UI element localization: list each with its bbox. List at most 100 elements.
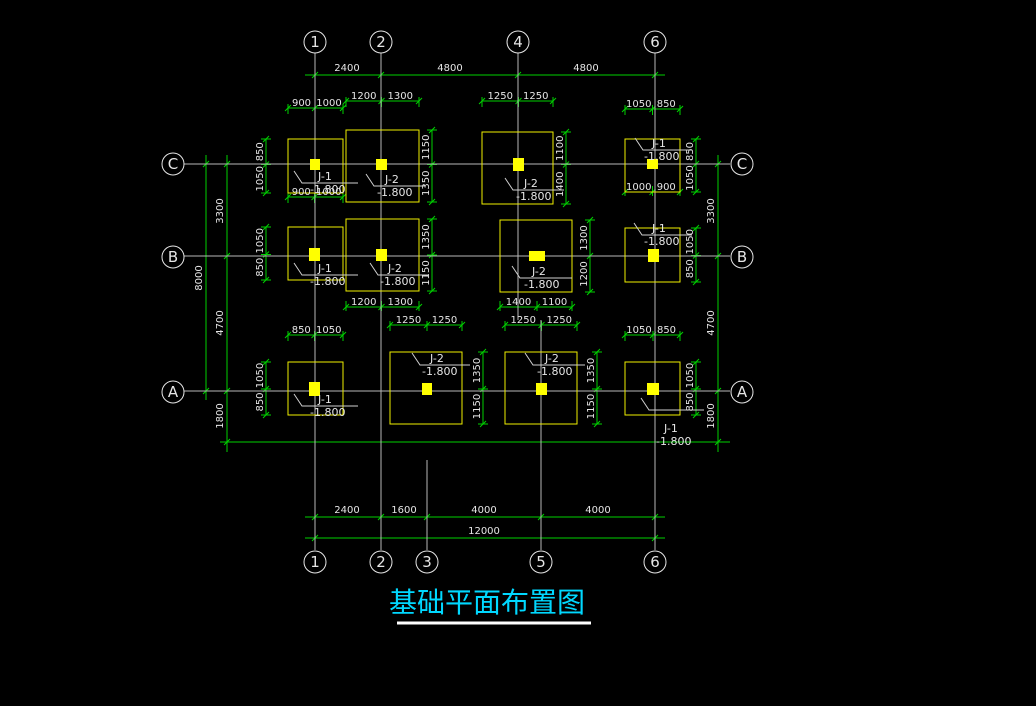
footing-dim-text: 1050 <box>626 99 651 110</box>
footing-elevation-label: -1.800 <box>310 183 345 196</box>
dim-tick <box>262 411 270 419</box>
footing-dim-text: 1350 <box>421 224 432 249</box>
footing-c1 <box>287 138 344 194</box>
dim-tick <box>692 188 700 196</box>
footing-dim-text: 1200 <box>351 91 376 102</box>
footing-tag: J-1-1.800 <box>634 137 692 163</box>
footing-b4 <box>499 219 573 293</box>
axis-bubble-circle <box>415 550 439 574</box>
dim-tick <box>339 104 347 112</box>
axis-bubble-bottom: 3 <box>415 550 439 574</box>
footing-elevation-label: -1.800 <box>422 365 457 378</box>
axis-bubble-label: 6 <box>650 33 660 51</box>
axis-bubble-circle <box>369 30 393 54</box>
dim-text: 4700 <box>706 310 717 335</box>
dim-tick <box>593 420 601 428</box>
footing-elevation-label: -1.800 <box>644 235 679 248</box>
column-mark <box>376 159 387 170</box>
axis-bubble-label: 5 <box>536 553 546 571</box>
leader-line <box>504 177 564 191</box>
axis-bubble-left: C <box>161 152 185 176</box>
footing-tag: J-2-1.800 <box>369 262 428 288</box>
footing-b2 <box>345 218 420 292</box>
dim-tick <box>284 193 292 201</box>
axis-bubble-top: 4 <box>506 30 530 54</box>
footing-elevation-label: -1.800 <box>644 150 679 163</box>
footing-tag: J-1-1.800 <box>640 397 704 448</box>
footing-outline <box>287 361 344 416</box>
footing-type-label: J-2 <box>531 265 546 278</box>
axis-bubble-circle <box>730 245 754 269</box>
axis-bubble-circle <box>369 550 393 574</box>
footing-type-label: J-2 <box>387 262 402 275</box>
axis-bubble-top: 1 <box>303 30 327 54</box>
dim-tick <box>692 278 700 286</box>
leader-line <box>524 352 585 366</box>
axis-bubble-label: 2 <box>376 553 386 571</box>
dim-tick <box>501 321 509 329</box>
footing-outline <box>499 219 573 293</box>
axis-bubble-label: C <box>737 155 747 173</box>
leader-line <box>293 170 358 184</box>
axis-bubble-circle <box>161 245 185 269</box>
footing-outline <box>504 351 578 425</box>
dim-tick <box>284 331 292 339</box>
footing-dim-text: 1200 <box>351 297 376 308</box>
footing-dim-text: 1250 <box>396 315 421 326</box>
footing-dim-text: 1350 <box>472 358 483 383</box>
footing-dim-text: 1000 <box>316 98 341 109</box>
column-mark <box>647 383 659 395</box>
footing-elevation-label: -1.800 <box>310 275 345 288</box>
footing-type-label: J-1 <box>651 137 666 150</box>
dim-tick <box>562 128 570 136</box>
axis-bubble-top: 2 <box>369 30 393 54</box>
footing-dim-text: 1300 <box>388 91 413 102</box>
dim-tick <box>568 303 576 311</box>
axis-bubble-label: 2 <box>376 33 386 51</box>
dim-tick <box>262 135 270 143</box>
dim-text: 4000 <box>585 505 610 516</box>
column-mark <box>648 249 659 262</box>
footing-outline <box>624 227 681 283</box>
footings <box>287 129 681 425</box>
dim-tick <box>284 104 292 112</box>
column-mark <box>529 251 545 261</box>
dim-text: 4700 <box>215 310 226 335</box>
leader-line <box>633 222 692 236</box>
footing-dim-text: 850 <box>657 325 676 336</box>
column-mark <box>536 383 547 395</box>
dim-text: 12000 <box>468 526 500 537</box>
footing-dim-text: 1200 <box>579 261 590 286</box>
axis-bubble-circle <box>161 152 185 176</box>
dim-tick <box>428 287 436 295</box>
dim-text: 2400 <box>334 505 359 516</box>
leader-line <box>640 397 704 411</box>
footing-dim-text: 850 <box>255 258 266 277</box>
dim-tick <box>428 215 436 223</box>
dim-tick <box>533 303 541 311</box>
footing-dim-text: 1250 <box>547 315 572 326</box>
footing-type-label: J-1 <box>317 393 332 406</box>
footing-tag: J-2-1.800 <box>504 177 564 203</box>
axis-bubble-left: B <box>161 245 185 269</box>
footing-outline <box>345 129 420 203</box>
footing-a3 <box>389 351 463 425</box>
dim-tick <box>549 97 557 105</box>
footing-c6 <box>624 138 681 193</box>
axis-bubble-label: B <box>168 248 178 266</box>
column-mark <box>309 382 320 396</box>
axis-bubble-label: A <box>737 383 748 401</box>
dim-tick <box>479 348 487 356</box>
footing-dim-text: 900 <box>292 98 311 109</box>
footing-dim-text: 1000 <box>316 187 341 198</box>
footing-dim-text: 850 <box>685 142 696 161</box>
footing-outline <box>287 226 344 281</box>
footing-dim-text: 1050 <box>626 325 651 336</box>
footing-dim-text: 1050 <box>255 166 266 191</box>
footing-dim-text: 1350 <box>586 358 597 383</box>
footing-a1 <box>287 361 344 416</box>
column-mark <box>647 159 658 169</box>
dim-tick <box>586 216 594 224</box>
footing-elevation-label: -1.800 <box>524 278 559 291</box>
